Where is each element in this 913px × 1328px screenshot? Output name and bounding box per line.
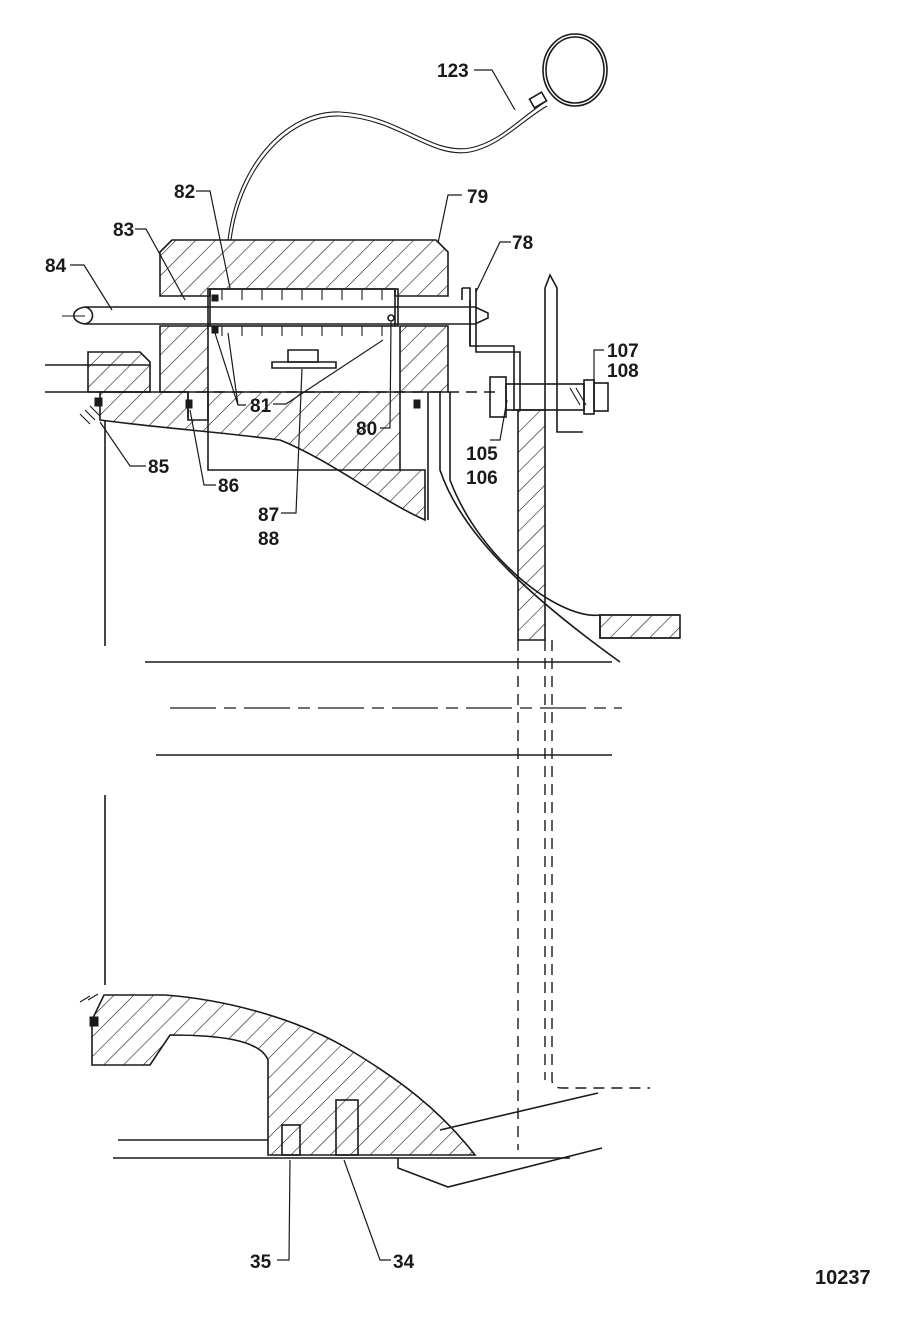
callout-108: 108 bbox=[607, 361, 639, 382]
callout-88: 88 bbox=[258, 529, 279, 550]
callout-123: 123 bbox=[437, 61, 469, 82]
cover-casting bbox=[79, 391, 500, 522]
leader-lines bbox=[70, 69, 604, 1261]
callout-107: 107 bbox=[607, 341, 639, 362]
callout-79: 79 bbox=[467, 187, 488, 208]
impeller-nut bbox=[271, 349, 337, 369]
callout-80: 80 bbox=[356, 419, 377, 440]
callout-87: 87 bbox=[258, 505, 279, 526]
callout-81: 81 bbox=[250, 396, 272, 417]
callout-34: 34 bbox=[393, 1252, 415, 1273]
callout-35: 35 bbox=[250, 1252, 272, 1273]
spring-chamber bbox=[207, 288, 399, 336]
callout-85: 85 bbox=[148, 457, 170, 478]
callout-86: 86 bbox=[218, 476, 239, 497]
callout-84: 84 bbox=[45, 256, 67, 277]
deflector bbox=[427, 392, 681, 663]
housing-block bbox=[159, 239, 449, 393]
figure-number: 10237 bbox=[815, 1267, 871, 1289]
callout-83: 83 bbox=[113, 220, 134, 241]
break-lines bbox=[104, 420, 650, 1150]
inlet-tube bbox=[45, 351, 151, 393]
lanyard-cable bbox=[227, 33, 608, 241]
callout-105: 105 bbox=[466, 444, 498, 465]
lower-casting bbox=[79, 993, 603, 1188]
bolt-assembly bbox=[489, 376, 609, 418]
callout-labels: 123 79 82 83 84 78 107 108 81 80 85 86 1… bbox=[45, 61, 871, 1289]
callout-78: 78 bbox=[512, 233, 533, 254]
pin-shaft bbox=[62, 306, 489, 325]
callout-82: 82 bbox=[174, 182, 195, 203]
callout-106: 106 bbox=[466, 468, 498, 489]
